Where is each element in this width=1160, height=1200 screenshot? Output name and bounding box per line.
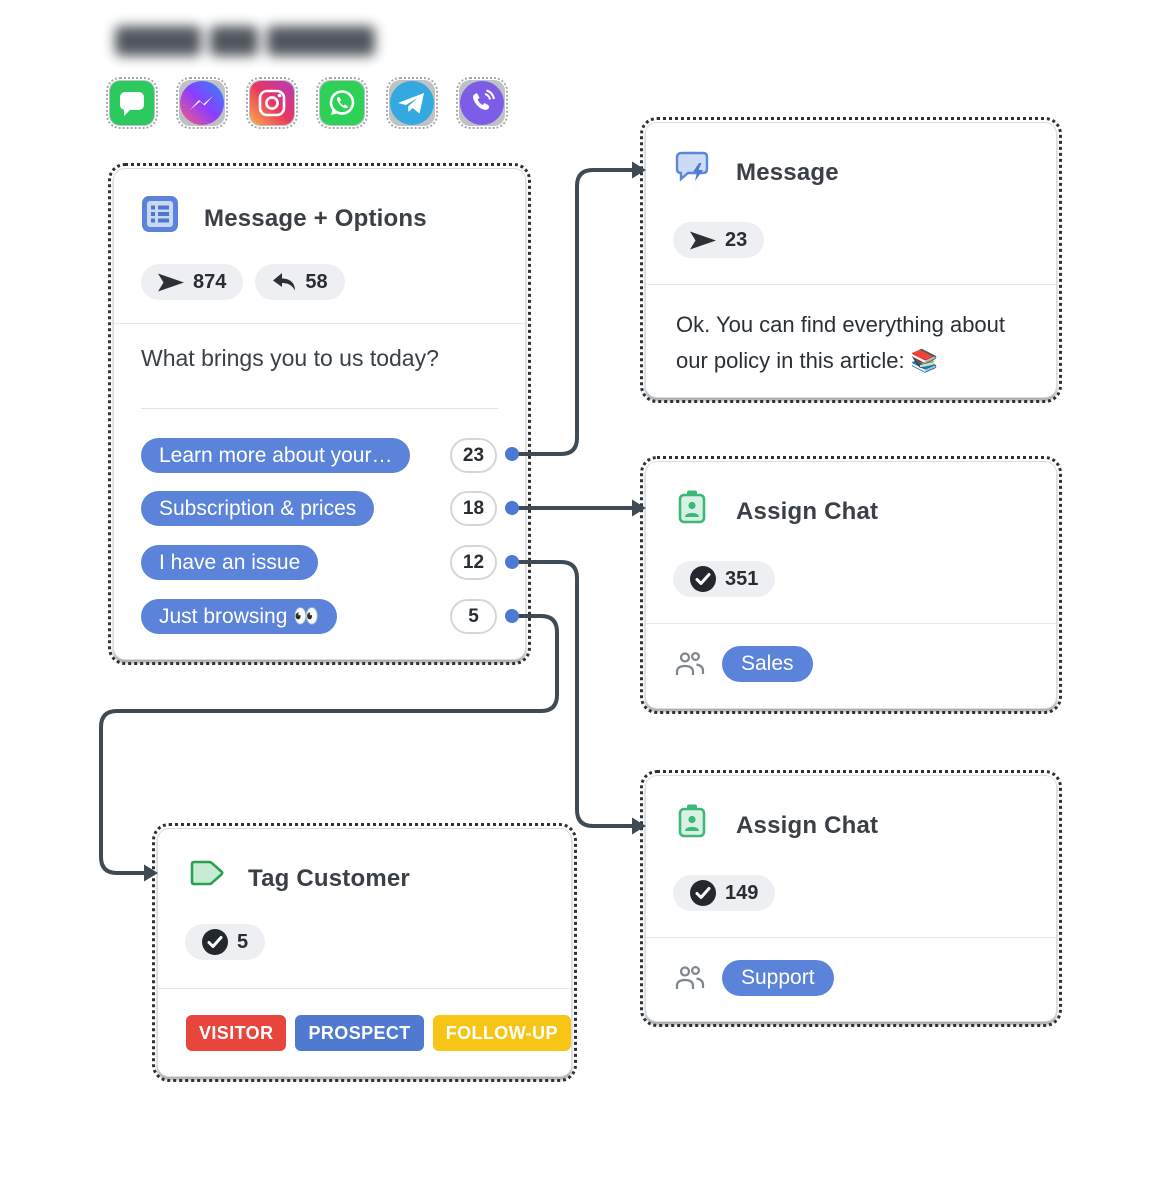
customer-tag[interactable]: PROSPECT [295, 1015, 424, 1051]
option-row: Subscription & prices 18 [141, 491, 525, 526]
message-bolt-icon [673, 149, 711, 187]
check-circle-icon [690, 880, 716, 906]
node-title: Message [736, 159, 839, 186]
arrowhead [144, 864, 158, 882]
option-row: I have an issue 12 [141, 545, 525, 580]
option-row: Learn more about your… 23 [141, 438, 525, 473]
node-message[interactable]: Message 23 Ok. You can find everything a… [640, 117, 1062, 403]
wire-option23-to-message [517, 168, 636, 456]
wire-option12-to-assign-support [517, 560, 636, 828]
option-button[interactable]: I have an issue [141, 545, 319, 580]
completed-stat: 149 [673, 875, 776, 911]
assign-badge-icon [673, 488, 711, 526]
option-button[interactable]: Learn more about your… [141, 438, 411, 473]
node-title: Tag Customer [248, 865, 410, 892]
sent-stat: 23 [673, 222, 765, 258]
message-body: Ok. You can find everything about our po… [676, 312, 1006, 373]
people-icon [675, 651, 705, 675]
check-circle-icon [202, 929, 228, 955]
people-icon [675, 965, 705, 989]
option-count-badge: 23 [450, 438, 497, 473]
live-chat-icon[interactable] [106, 77, 158, 129]
completed-count: 351 [725, 567, 759, 590]
question-text: What brings you to us today? [141, 345, 439, 371]
assign-badge-icon [673, 802, 711, 840]
arrowhead [632, 817, 646, 835]
node-tag-customer[interactable]: Tag Customer 5 VISITOR PROSPECT FOLLOW-U… [152, 823, 577, 1082]
list-options-icon [141, 195, 179, 233]
option-count-badge: 18 [450, 491, 497, 526]
node-title: Assign Chat [736, 498, 879, 525]
node-title: Message + Options [204, 205, 427, 232]
whatsapp-icon[interactable] [316, 77, 368, 129]
node-assign-chat-support[interactable]: Assign Chat 149 Support [640, 770, 1062, 1027]
team-pill[interactable]: Support [722, 960, 834, 996]
channel-bar [106, 77, 508, 129]
completed-count: 149 [725, 881, 759, 904]
redacted-heading [115, 26, 375, 56]
node-message-options[interactable]: Message + Options 874 58 What brings you… [108, 163, 531, 665]
messenger-icon[interactable] [176, 77, 228, 129]
option-count-badge: 12 [450, 545, 497, 580]
option-row: Just browsing 👀 5 [141, 599, 525, 634]
instagram-icon[interactable] [246, 77, 298, 129]
sent-count: 874 [193, 270, 227, 293]
completed-stat: 351 [673, 561, 776, 597]
send-icon [158, 273, 184, 291]
completed-count: 5 [237, 930, 249, 953]
divider [646, 937, 1056, 938]
arrowhead [632, 499, 646, 517]
reply-icon [273, 273, 296, 291]
send-icon [690, 231, 716, 249]
divider [158, 988, 571, 989]
arrowhead [632, 161, 646, 179]
option-button[interactable]: Subscription & prices [141, 491, 375, 526]
customer-tag[interactable]: VISITOR [186, 1015, 287, 1051]
replied-count: 58 [305, 270, 328, 293]
viber-icon[interactable] [456, 77, 508, 129]
option-count-badge: 5 [450, 599, 497, 634]
sent-count: 23 [725, 228, 748, 251]
replied-stat: 58 [255, 264, 345, 300]
divider [646, 284, 1056, 285]
node-title: Assign Chat [736, 812, 879, 839]
divider [646, 623, 1056, 624]
completed-stat: 5 [185, 924, 266, 960]
telegram-icon[interactable] [386, 77, 438, 129]
divider [114, 323, 525, 324]
node-assign-chat-sales[interactable]: Assign Chat 351 Sales [640, 456, 1062, 714]
customer-tag[interactable]: FOLLOW-UP [432, 1015, 571, 1051]
divider [141, 408, 498, 409]
option-button[interactable]: Just browsing 👀 [141, 599, 338, 634]
check-circle-icon [690, 566, 716, 592]
tag-icon [189, 857, 227, 895]
team-pill[interactable]: Sales [722, 646, 813, 682]
sent-stat: 874 [141, 264, 244, 300]
